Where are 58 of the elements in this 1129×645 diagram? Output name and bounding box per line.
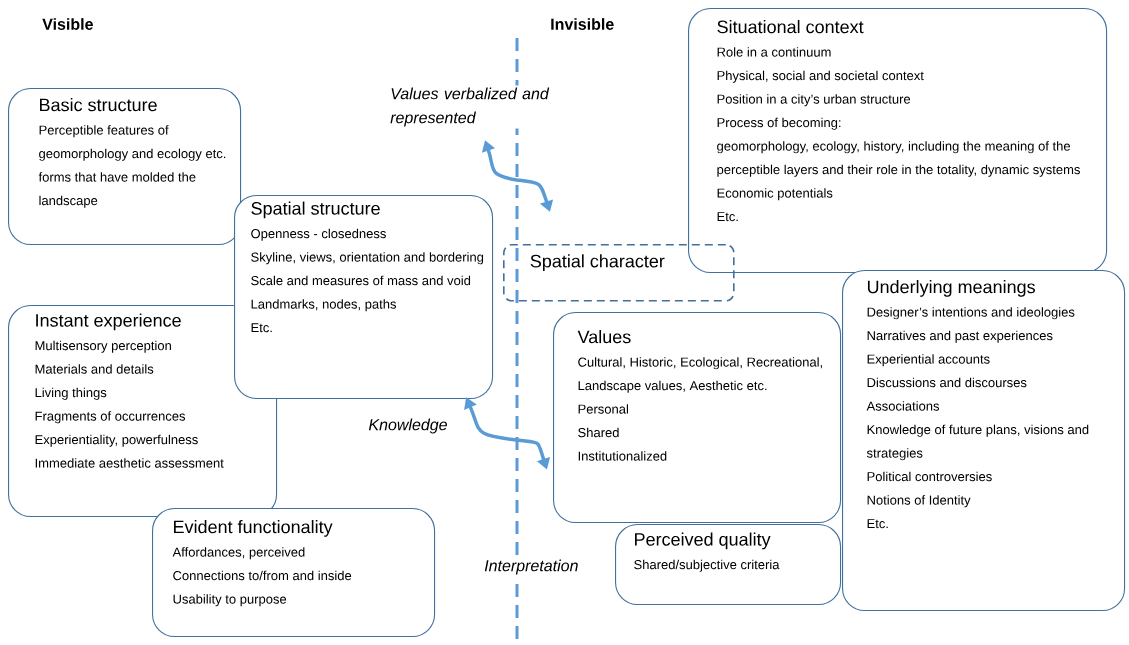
list-item: Narratives and past experiences <box>867 330 1053 343</box>
edge-label: Knowledge <box>368 418 447 434</box>
list-item: Personal <box>578 404 628 414</box>
list-item: Discussions and discourses <box>867 377 1027 388</box>
box-heading: Evident functionality <box>174 520 333 537</box>
list-item: Process of becoming: <box>717 117 841 130</box>
list-item: Scale and measures of mass and void <box>251 275 471 286</box>
box-heading: Spatial structure <box>251 201 380 219</box>
list-item: Position in a city’s urban structure <box>717 94 911 107</box>
annotation-label: Values verbalized and represented <box>390 87 550 127</box>
list-item: Skyline, views, orientation and bordering <box>251 252 484 265</box>
box-heading: Values <box>577 330 631 344</box>
box-heading: Situational context <box>717 20 864 34</box>
rounded-box <box>688 8 1108 274</box>
rounded-box <box>503 244 735 302</box>
list-item: Institutionalized <box>578 451 667 461</box>
box-heading: Perceived quality <box>635 532 771 550</box>
list-item: Usability to purpose <box>173 594 287 607</box>
annotation-label: Interpretation <box>484 559 578 575</box>
list-item: Knowledge of future plans, visions and strategies <box>866 424 1089 461</box>
list-item: Etc. <box>867 519 888 529</box>
rounded-box <box>553 312 842 524</box>
list-item: Cultural, Historic, Ecological, Recreational, Landscape values, Aesthetic etc. <box>578 357 822 393</box>
list-item: Landmarks, nodes, paths <box>251 299 397 312</box>
list-item: Affordances, perceived <box>172 547 305 560</box>
list-item: Living things <box>35 387 107 400</box>
list-item: Multisensory perception <box>35 340 171 353</box>
box-heading: Basic structure <box>40 98 157 112</box>
list-item: Designer’s intentions and ideologies <box>867 307 1075 320</box>
list-item: Physical, social and societal context <box>717 70 924 83</box>
list-item: Shared/subjective criteria <box>634 559 780 572</box>
list-item: Political controversies <box>867 471 992 482</box>
heading-label: Visible <box>42 18 93 30</box>
list-item: Etc. <box>717 212 738 222</box>
list-item: Immediate aesthetic assessment <box>35 458 224 468</box>
rounded-box <box>234 195 494 400</box>
list-item: Shared <box>578 427 619 438</box>
list-item: geomorphology, ecology, history, including the meaning of the perceptible layers and their role in the totality, dynamic systems <box>717 141 1080 177</box>
rounded-box <box>842 270 1126 612</box>
rounded-box <box>8 88 242 246</box>
box-heading: Instant experience <box>36 313 181 331</box>
box-heading: Spatial character <box>530 254 665 272</box>
list-item: Role in a continuum <box>717 47 831 57</box>
heading-label: Invisible <box>551 18 614 30</box>
list-item: Fragments of occurrences <box>35 411 186 424</box>
list-item: Experientiality, powerfulness <box>35 434 198 447</box>
list-item: Experiential accounts <box>867 354 990 367</box>
list-item: Etc. <box>251 323 272 333</box>
list-item: Materials and details <box>35 364 154 374</box>
list-item: Economic potentials <box>717 188 833 201</box>
list-item: Notions of Identity <box>867 495 971 508</box>
list-item: Associations <box>866 401 940 411</box>
list-item: Perceptible features of geomorphology and ecology etc. forms that have molded the landscape <box>38 125 226 208</box>
rounded-box <box>152 508 436 638</box>
box-heading: Underlying meanings <box>867 280 1035 297</box>
list-item: Openness - closedness <box>251 228 386 241</box>
list-item: Connections to/from and inside <box>173 570 352 581</box>
rounded-box <box>615 524 842 606</box>
